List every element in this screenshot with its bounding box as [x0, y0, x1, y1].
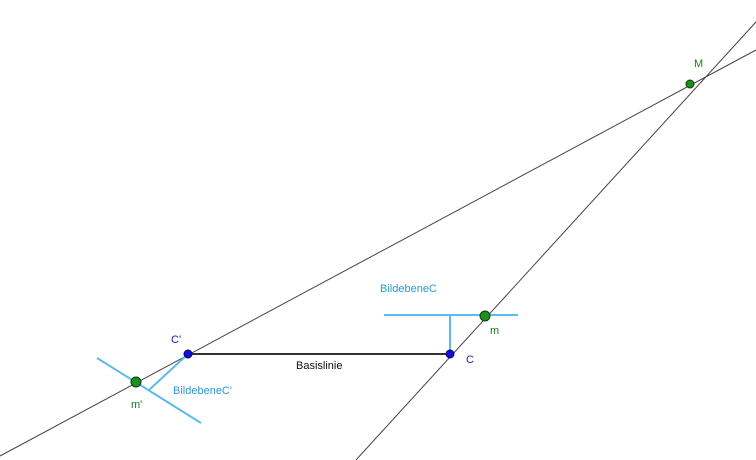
- label-m: m: [490, 325, 499, 337]
- point-C[interactable]: [445, 349, 455, 359]
- point-M[interactable]: [685, 79, 695, 89]
- line-through-m-prime-and-M[interactable]: [0, 49, 756, 457]
- label-m-prime: m': [131, 399, 142, 411]
- image-plane-C-prime-connector[interactable]: [148, 353, 189, 391]
- point-m-prime[interactable]: [130, 376, 142, 388]
- line-through-C-and-M[interactable]: [355, 21, 756, 460]
- label-baseline: Basislinie: [296, 360, 342, 372]
- label-M: M: [694, 58, 703, 70]
- image-plane-C-prime-line[interactable]: [96, 357, 202, 424]
- label-image-plane-C-prime: BildebeneC': [173, 385, 232, 397]
- label-C: C: [466, 354, 474, 366]
- label-C-prime: C': [171, 334, 181, 346]
- point-m[interactable]: [479, 310, 491, 322]
- point-C-prime[interactable]: [183, 349, 193, 359]
- label-image-plane-C: BildebeneC: [380, 283, 437, 295]
